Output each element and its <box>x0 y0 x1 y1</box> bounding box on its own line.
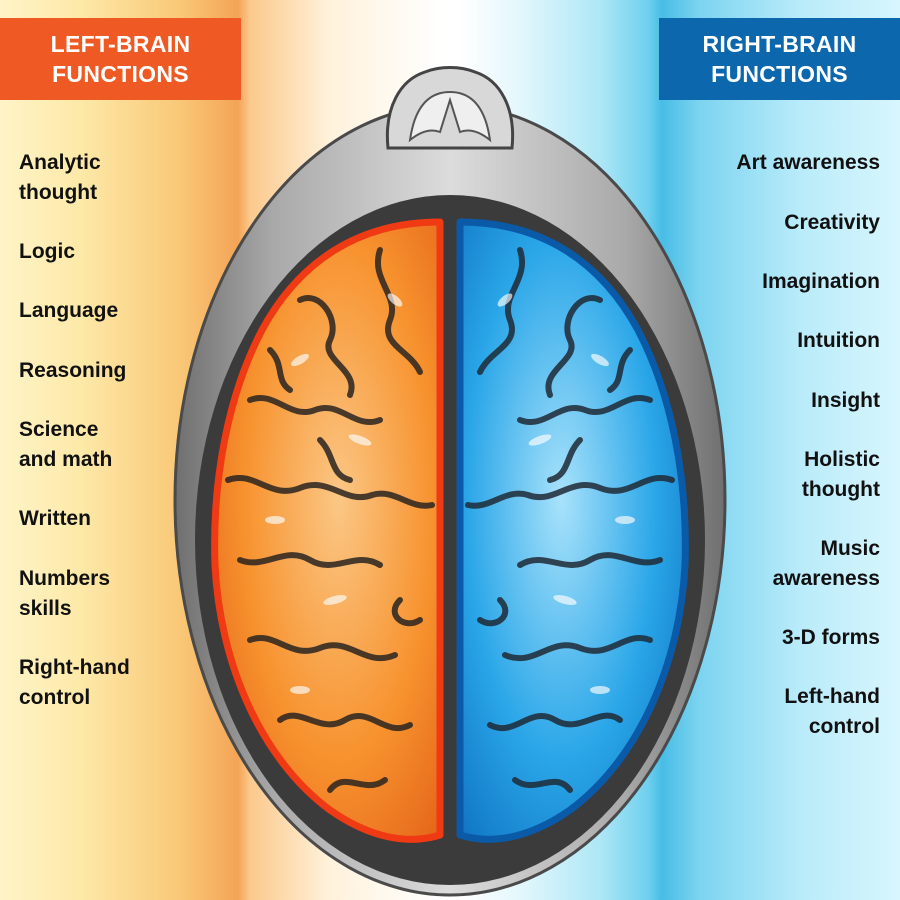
right-hemisphere-icon <box>456 218 689 843</box>
left-function-item: Logic <box>19 240 75 263</box>
left-function-item: Written <box>19 507 91 530</box>
left-header-line-2: FUNCTIONS <box>52 61 189 87</box>
right-header-line-1: RIGHT-BRAIN <box>702 31 857 57</box>
right-function-item: Insight <box>811 389 880 412</box>
left-function-item: Reasoning <box>19 359 127 382</box>
right-function-item: Imagination <box>762 270 880 293</box>
left-brain-header: LEFT-BRAIN FUNCTIONS <box>0 18 241 100</box>
right-brain-header: RIGHT-BRAIN FUNCTIONS <box>659 18 900 100</box>
left-hemisphere-icon <box>211 218 444 843</box>
left-function-item: Language <box>19 299 119 322</box>
right-function-item: Music awareness <box>772 537 880 590</box>
right-function-item: Creativity <box>784 211 880 234</box>
right-function-item: Art awareness <box>736 151 880 174</box>
left-header-line-1: LEFT-BRAIN <box>50 31 191 57</box>
nose-icon <box>385 66 515 150</box>
left-function-item: Analytic thought <box>19 151 101 204</box>
right-function-item: Holistic thought <box>801 448 880 501</box>
left-function-item: Numbers skills <box>19 567 111 620</box>
right-header-line-2: FUNCTIONS <box>711 61 848 87</box>
left-function-item: Right-hand control <box>19 656 130 709</box>
right-function-item: 3-D forms <box>781 626 880 649</box>
right-function-item: Left-hand control <box>784 685 880 738</box>
right-function-item: Intuition <box>797 329 880 352</box>
left-function-item: Science and math <box>19 418 113 471</box>
